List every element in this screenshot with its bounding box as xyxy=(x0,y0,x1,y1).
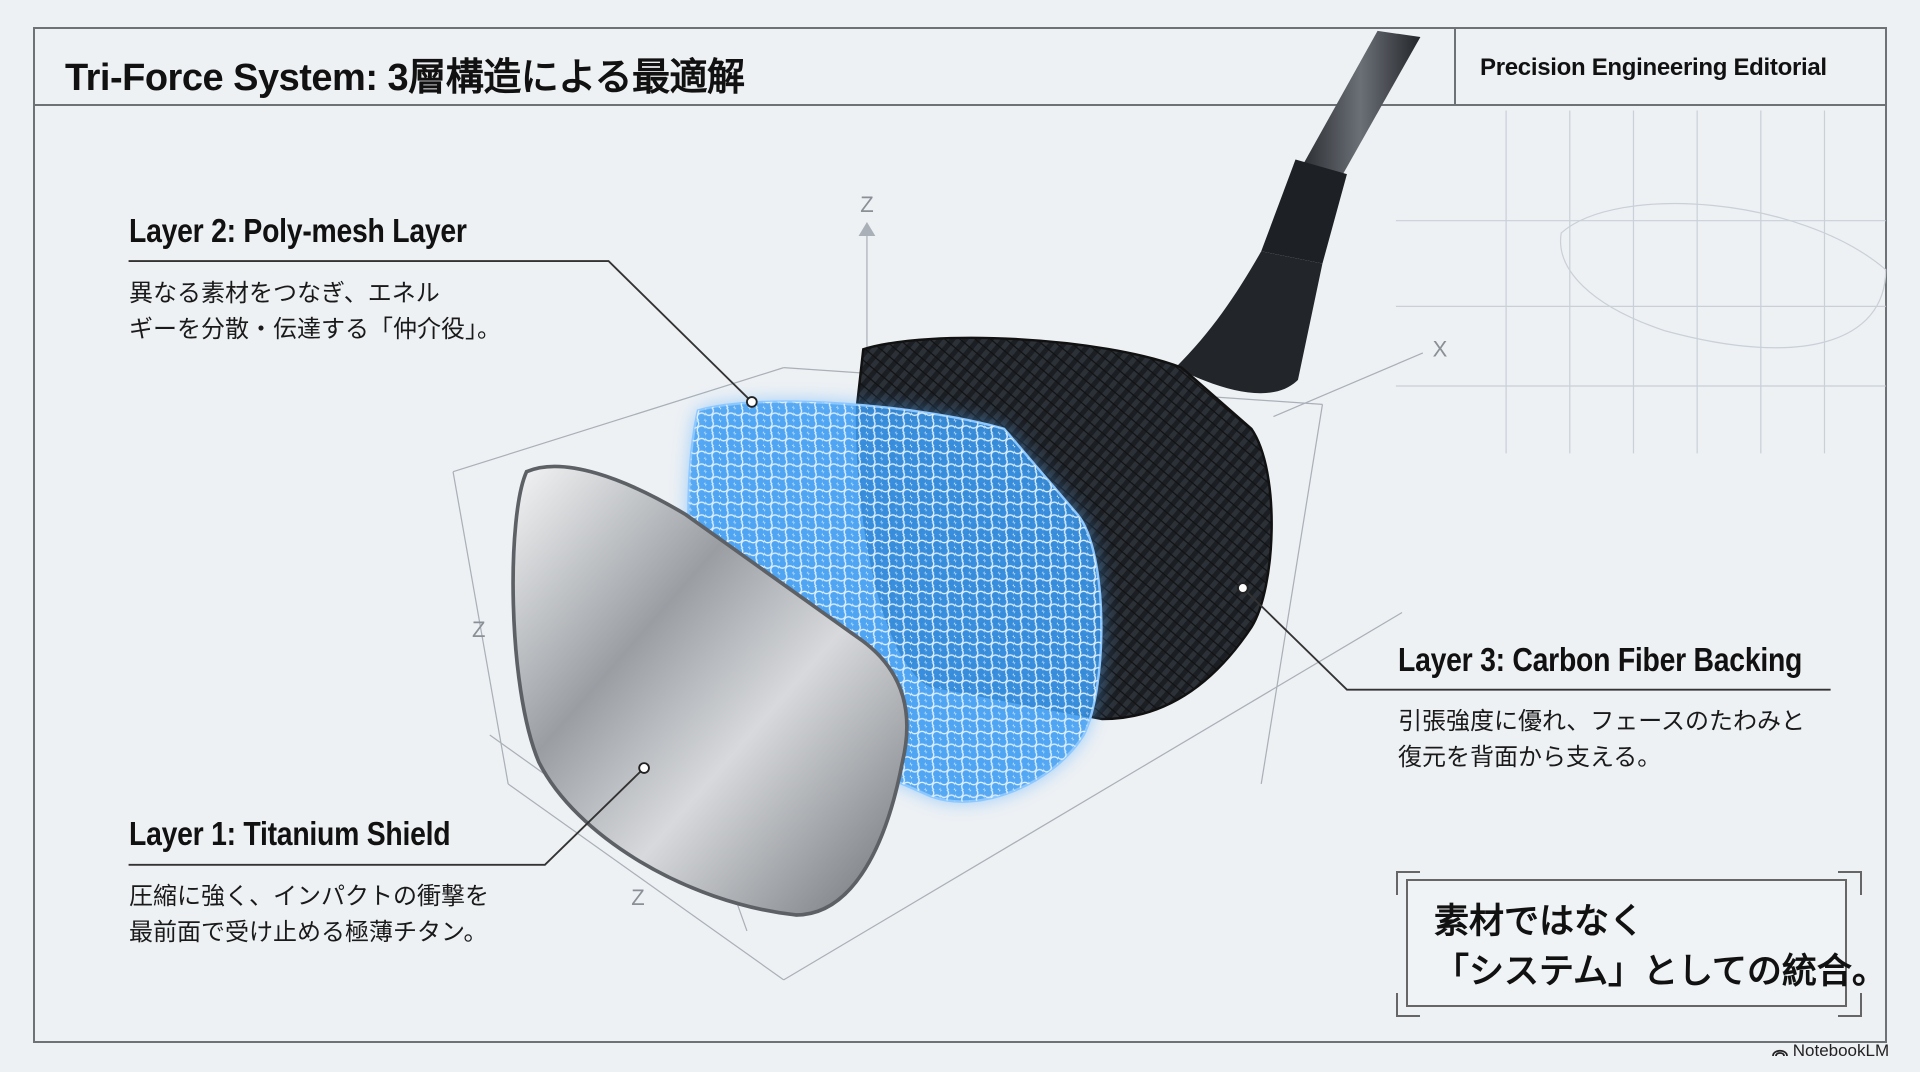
titanium-layer xyxy=(511,464,909,917)
x-axis-line xyxy=(1273,352,1424,418)
blueprint-sketch xyxy=(1395,110,1887,454)
axis-label-z-left: Z xyxy=(472,617,485,642)
leader-layer-1 xyxy=(128,767,645,866)
layer-2-title: Layer 2: Poly-mesh Layer xyxy=(129,212,467,249)
layer-3-title: Layer 3: Carbon Fiber Backing xyxy=(1398,641,1803,678)
leader-layer-3 xyxy=(1242,587,1831,691)
summary-callout: 素材ではなく 「システム」としての統合。 xyxy=(1406,879,1887,1007)
layer-3-desc-line-2: 復元を背面から支える。 xyxy=(1398,744,1662,771)
edition-label: Precision Engineering Editorial xyxy=(1480,54,1827,81)
leader-dot-layer-1 xyxy=(638,762,650,774)
callout-corner-tr xyxy=(1838,871,1862,895)
leader-layer-2 xyxy=(128,260,753,403)
axis-label-x: X xyxy=(1433,337,1448,362)
callout-text: 素材ではなく 「システム」としての統合。 xyxy=(1434,897,1887,997)
club-hosel xyxy=(1175,251,1323,394)
notebooklm-logo-icon xyxy=(1772,1049,1788,1057)
leader-dot-layer-3 xyxy=(1237,582,1249,594)
notebooklm-branding: NotebookLM xyxy=(1772,1041,1889,1061)
leader-dot-layer-2 xyxy=(746,396,758,408)
slide-frame xyxy=(33,27,1887,1043)
layer-3-desc-line-1: 引張強度に優れ、フェースのたわみと xyxy=(1398,708,1806,735)
club-ferrule xyxy=(1261,159,1347,264)
callout-corner-tl xyxy=(1396,871,1420,895)
header-vertical-divider xyxy=(1454,27,1456,105)
callout-line-2: 「システム」としての統合。 xyxy=(1434,952,1887,991)
axis-label-z-top: Z xyxy=(860,192,873,217)
header-divider xyxy=(33,104,1887,106)
axis-label-z-bottom: Z xyxy=(631,885,644,910)
layer-1-title: Layer 1: Titanium Shield xyxy=(129,815,451,852)
layer-2-desc-line-2: ギーを分散・伝達する「仲介役」。 xyxy=(129,316,501,343)
club-shaft xyxy=(1300,30,1421,178)
layer-1-desc-line-2: 最前面で受け止める極薄チタン。 xyxy=(129,919,488,946)
callout-line-1: 素材ではなく xyxy=(1434,902,1645,941)
layer-1-desc-line-1: 圧縮に強く、インパクトの衝撃を xyxy=(129,883,489,910)
page-title: Tri-Force System: 3層構造による最適解 xyxy=(65,57,745,99)
callout-corner-br xyxy=(1838,993,1862,1017)
notebooklm-label: NotebookLM xyxy=(1792,1041,1890,1060)
layer-2-desc-line-1: 異なる素材をつなぎ、エネル xyxy=(129,280,440,307)
callout-corner-bl xyxy=(1396,993,1420,1017)
